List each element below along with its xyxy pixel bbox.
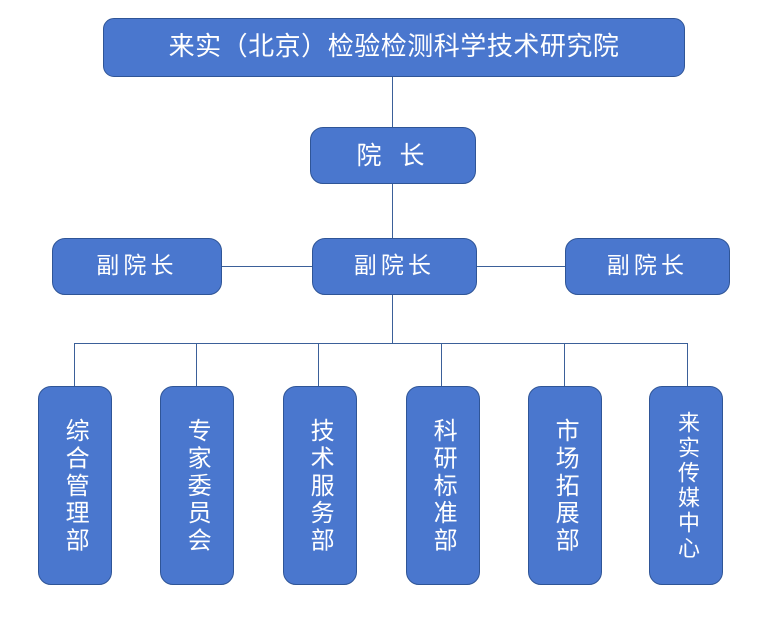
node-department-research-standards[interactable]: 科研标准部 [406, 386, 480, 585]
connector-drop-dept-5 [564, 343, 565, 387]
node-department-laishi-media-center[interactable]: 来实传媒中心 [649, 386, 723, 585]
node-department-market-development[interactable]: 市场拓展部 [528, 386, 602, 585]
node-department-general-management[interactable]: 综合管理部 [38, 386, 112, 585]
node-department-technical-service[interactable]: 技术服务部 [283, 386, 357, 585]
connector-drop-dept-2 [196, 343, 197, 387]
connector-deputy-left-link [222, 266, 313, 267]
node-deputy-director-3[interactable]: 副院长 [565, 238, 730, 295]
connector-drop-dept-4 [441, 343, 442, 387]
connector-deputies-to-departments [392, 294, 393, 343]
node-deputy-director-1[interactable]: 副院长 [52, 238, 222, 295]
connector-drop-dept-3 [318, 343, 319, 387]
node-director[interactable]: 院 长 [310, 127, 476, 184]
connector-department-bus [74, 343, 687, 344]
node-department-expert-committee[interactable]: 专家委员会 [160, 386, 234, 585]
node-deputy-director-2[interactable]: 副院长 [312, 238, 477, 295]
connector-drop-dept-1 [74, 343, 75, 387]
connector-root-to-director [392, 76, 393, 127]
connector-director-to-deputies [392, 183, 393, 238]
connector-deputy-right-link [477, 266, 566, 267]
connector-drop-dept-6 [687, 343, 688, 387]
node-institute[interactable]: 来实（北京）检验检测科学技术研究院 [103, 18, 685, 77]
